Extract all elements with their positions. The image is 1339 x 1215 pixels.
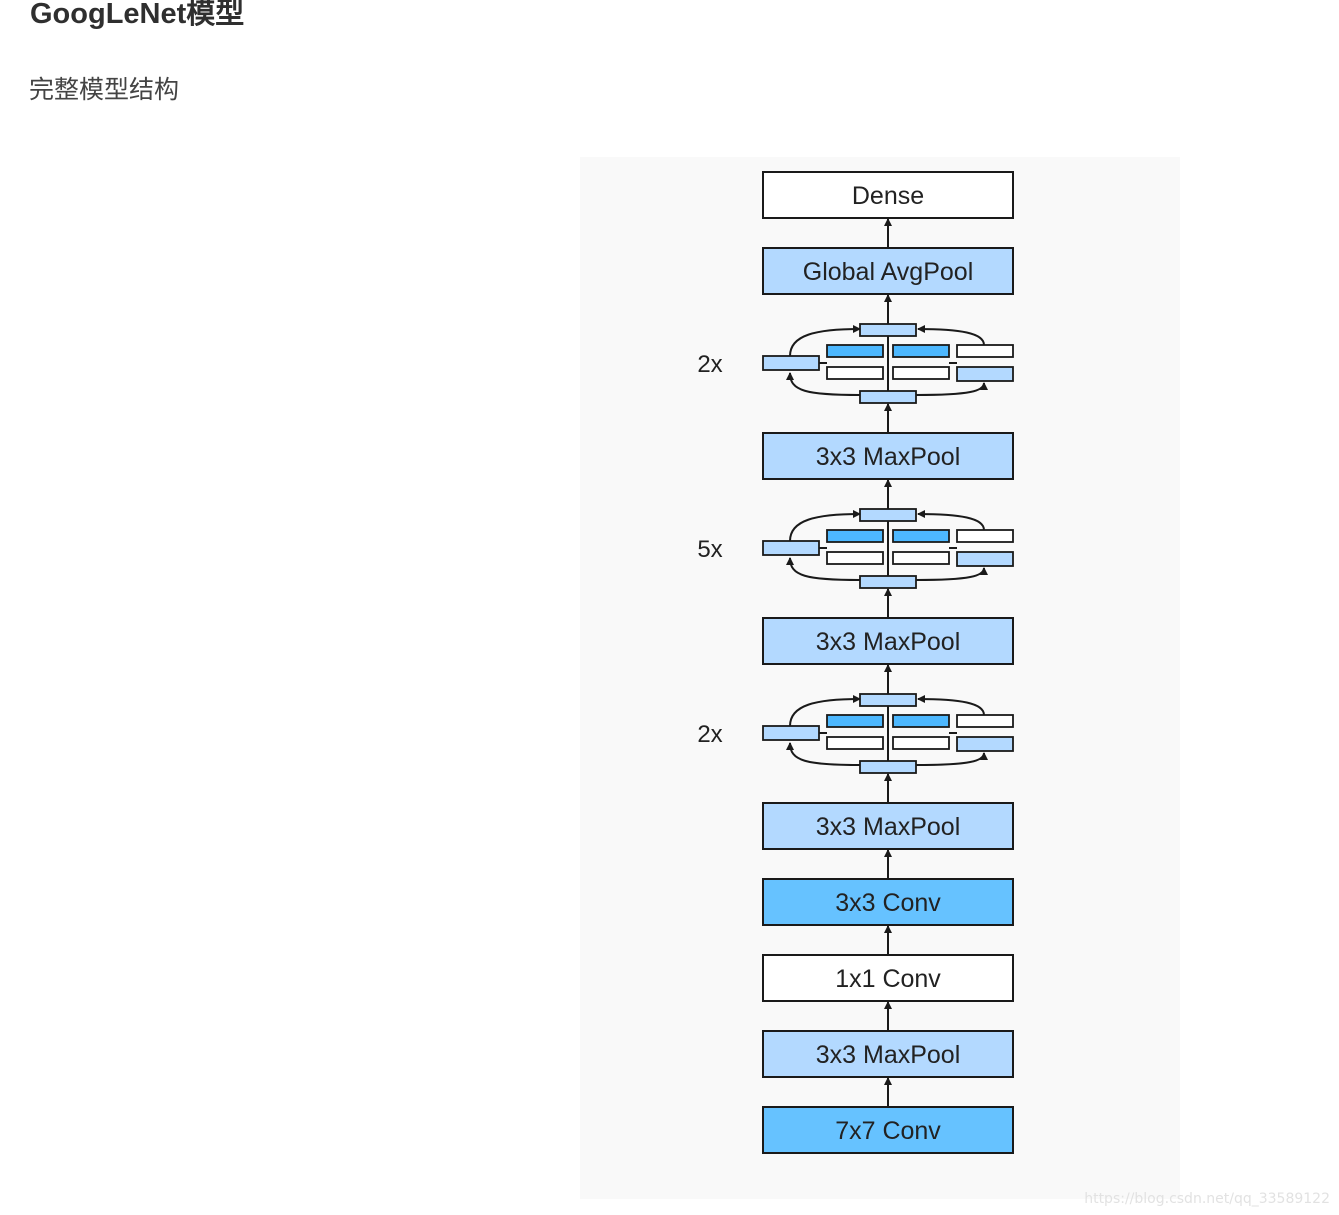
inception-block-1-loop-left-top: [789, 695, 861, 727]
layer-dense-label: Dense: [852, 182, 924, 210]
inception-block-2-right-branch-top: [956, 529, 1014, 543]
inception-block-1-repeat-label: 2x: [697, 721, 722, 748]
inception-block-3-right-branch-bottom: [956, 366, 1014, 382]
inception-block-1-loop-right-top: [917, 695, 985, 716]
layer-conv-7x7-label: 7x7 Conv: [835, 1117, 941, 1145]
inception-block-2-branch-b-top: [892, 529, 950, 543]
layer-maxpool-4-label: 3x3 MaxPool: [816, 443, 961, 471]
inception-block-2-branch-b-bottom: [892, 551, 950, 565]
inception-block-1-loop-left-bottom: [786, 742, 861, 766]
layer-maxpool-3-label: 3x3 MaxPool: [816, 628, 961, 656]
inception-block-1-right-branch-top: [956, 714, 1014, 728]
layer-maxpool-2-label: 3x3 MaxPool: [816, 813, 961, 841]
inception-block-1-left-branch: [762, 725, 820, 741]
inception-block-1-right-branch-bottom: [956, 736, 1014, 752]
inception-block-1-output-node: [859, 693, 917, 707]
inception-block-3-repeat-label: 2x: [697, 351, 722, 378]
page-title: GoogLeNet模型: [30, 0, 245, 30]
inception-block-3-right-branch-top: [956, 344, 1014, 358]
inception-block-1-branch-a-bottom: [826, 736, 884, 750]
inception-block-2-loop-right-bottom: [915, 567, 988, 581]
inception-block-3-loop-left-bottom: [786, 372, 861, 396]
inception-block-3-loop-right-bottom: [915, 382, 988, 396]
inception-block-3-branch-a-bottom: [826, 366, 884, 380]
inception-block-1-branch-a-top: [826, 714, 884, 728]
layer-global-avgpool-box: [762, 247, 1014, 295]
inception-block-1-loop-right-bottom: [915, 752, 988, 766]
layer-maxpool-3-box: [762, 617, 1014, 665]
layer-dense-box: [762, 171, 1014, 219]
inception-block-3-loop-right-top: [917, 325, 985, 346]
layer-conv-1x1-label: 1x1 Conv: [835, 965, 941, 993]
inception-block-2-loop-right-top: [917, 510, 985, 531]
inception-block-2-left-branch: [762, 540, 820, 556]
inception-block-2-loop-left-top: [789, 510, 861, 542]
inception-block-2-output-node: [859, 508, 917, 522]
inception-block-3-branch-b-top: [892, 344, 950, 358]
inception-block-1-input-node: [859, 760, 917, 774]
layer-global-avgpool-label: Global AvgPool: [803, 258, 974, 286]
inception-block-3-output-node: [859, 323, 917, 337]
inception-block-2-loop-left-bottom: [786, 557, 861, 581]
inception-block-3-loop-left-top: [789, 325, 861, 357]
layer-conv-3x3-label: 3x3 Conv: [835, 889, 941, 917]
inception-block-2-input-node: [859, 575, 917, 589]
watermark: https://blog.csdn.net/qq_33589122: [1084, 1191, 1330, 1207]
inception-block-1-branch-b-bottom: [892, 736, 950, 750]
inception-block-2-right-branch-bottom: [956, 551, 1014, 567]
layer-maxpool-1-box: [762, 1030, 1014, 1078]
inception-block-3-input-node: [859, 390, 917, 404]
inception-block-3-branch-a-top: [826, 344, 884, 358]
inception-block-2-branch-a-top: [826, 529, 884, 543]
inception-block-3-left-branch: [762, 355, 820, 371]
inception-block-3-branch-b-bottom: [892, 366, 950, 380]
page-subtitle: 完整模型结构: [29, 76, 180, 104]
inception-block-1-branch-b-top: [892, 714, 950, 728]
inception-block-2-repeat-label: 5x: [697, 536, 722, 563]
inception-block-2-branch-a-bottom: [826, 551, 884, 565]
layer-maxpool-1-label: 3x3 MaxPool: [816, 1041, 961, 1069]
